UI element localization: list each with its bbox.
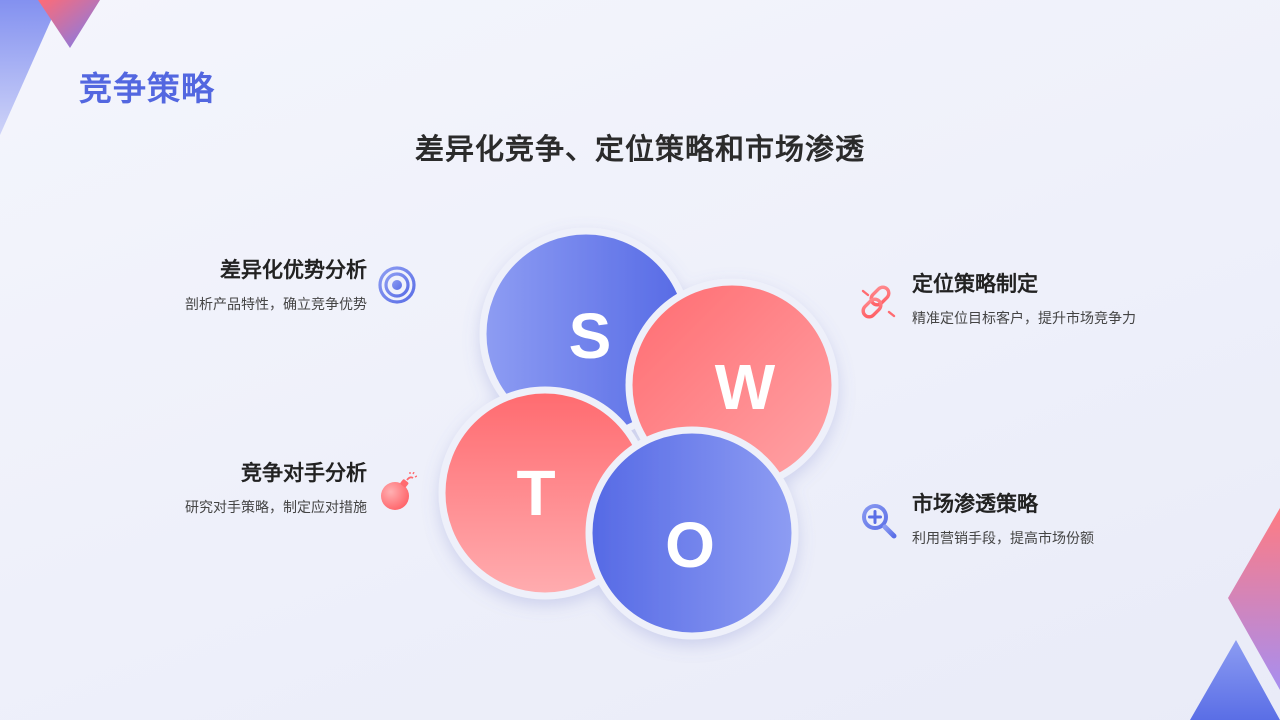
item-title-differentiation: 差异化优势分析 [220, 258, 367, 282]
swot-letter-o: O [665, 509, 715, 581]
item-desc-positioning: 精准定位目标客户，提升市场竞争力 [912, 311, 1136, 327]
swot-letter-w: W [715, 351, 776, 423]
corner-decoration-bottom-right [1190, 508, 1280, 720]
page-subtitle: 差异化竞争、定位策略和市场渗透 [414, 132, 865, 166]
bomb-icon [381, 472, 417, 510]
item-title-positioning: 定位策略制定 [912, 272, 1038, 296]
swot-circle-o [585, 426, 799, 640]
item-desc-penetration: 利用营销手段，提高市场份额 [912, 531, 1094, 547]
item-desc-competitor: 研究对手策略，制定应对措施 [185, 500, 367, 516]
swot-letter-s: S [569, 300, 612, 372]
corner-decoration-top-left [0, 0, 100, 135]
search-plus-icon [862, 504, 897, 539]
item-desc-differentiation: 剖析产品特性，确立竞争优势 [185, 297, 367, 313]
item-title-competitor: 竞争对手分析 [241, 461, 367, 485]
link-icon [861, 285, 896, 319]
swot-letter-t: T [516, 457, 555, 529]
target-icon [378, 266, 416, 304]
item-title-penetration: 市场渗透策略 [912, 492, 1038, 516]
page-title: 竞争策略 [79, 69, 215, 108]
